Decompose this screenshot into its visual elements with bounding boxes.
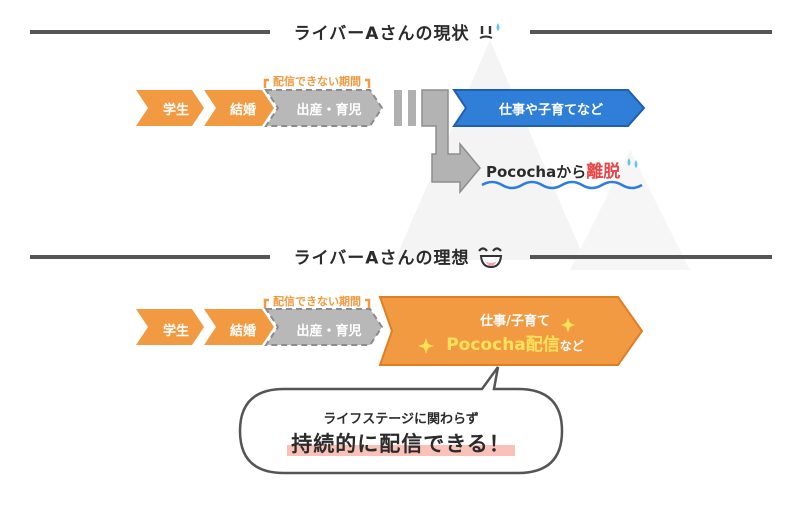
future-arrow-ideal [378, 296, 644, 366]
step-arrow-childbirth [264, 89, 384, 127]
exit-text: Pocochaから離脱 [486, 157, 641, 182]
grin-face-icon [476, 243, 506, 274]
step-arrow-student-2 [136, 309, 204, 345]
step-arrow-student [136, 90, 204, 126]
step-label-student: 学生 [162, 103, 189, 118]
future-label: 仕事や子育てなど [498, 103, 603, 118]
section-rule-left-2 [30, 255, 270, 259]
sweat-face-icon [476, 20, 506, 49]
section-rule-right [530, 30, 772, 34]
step-arrow-childbirth-2 [264, 308, 384, 346]
step-label-student-2: 学生 [162, 324, 189, 339]
future-label-ideal-line1: 仕事/子育て [480, 314, 550, 329]
exit-arrow [421, 89, 481, 195]
step-arrow-marriage-2 [204, 309, 274, 345]
bubble-line2: 持続的に配信できる！ [287, 432, 515, 456]
step-label-marriage-2: 結婚 [229, 324, 256, 339]
flow-ideal [136, 296, 644, 366]
step-label-childbirth: 出産・育児 [296, 103, 362, 118]
section-title-ideal: ライバーAさんの理想 [0, 243, 800, 274]
flow-current [136, 89, 646, 195]
future-label-ideal-line2: Pococha配信など [446, 335, 584, 355]
step-label-childbirth-2: 出産・育児 [296, 324, 362, 339]
section-rule-right-2 [530, 255, 772, 259]
section-title-current: ライバーAさんの現状 [0, 19, 800, 49]
sweat-drop-icon [625, 157, 641, 175]
sparkle-icon [418, 318, 575, 354]
bracket-label-ideal: 配信できない期間 [269, 295, 365, 308]
bubble-line1: ライフステージに関わらず [323, 412, 479, 427]
bracket-label-current: 配信できない期間 [269, 75, 365, 88]
future-arrow [452, 89, 646, 127]
wave-underline [481, 180, 643, 190]
step-label-marriage: 結婚 [229, 103, 256, 118]
section-rule-left [30, 30, 270, 34]
step-arrow-marriage [204, 90, 274, 126]
